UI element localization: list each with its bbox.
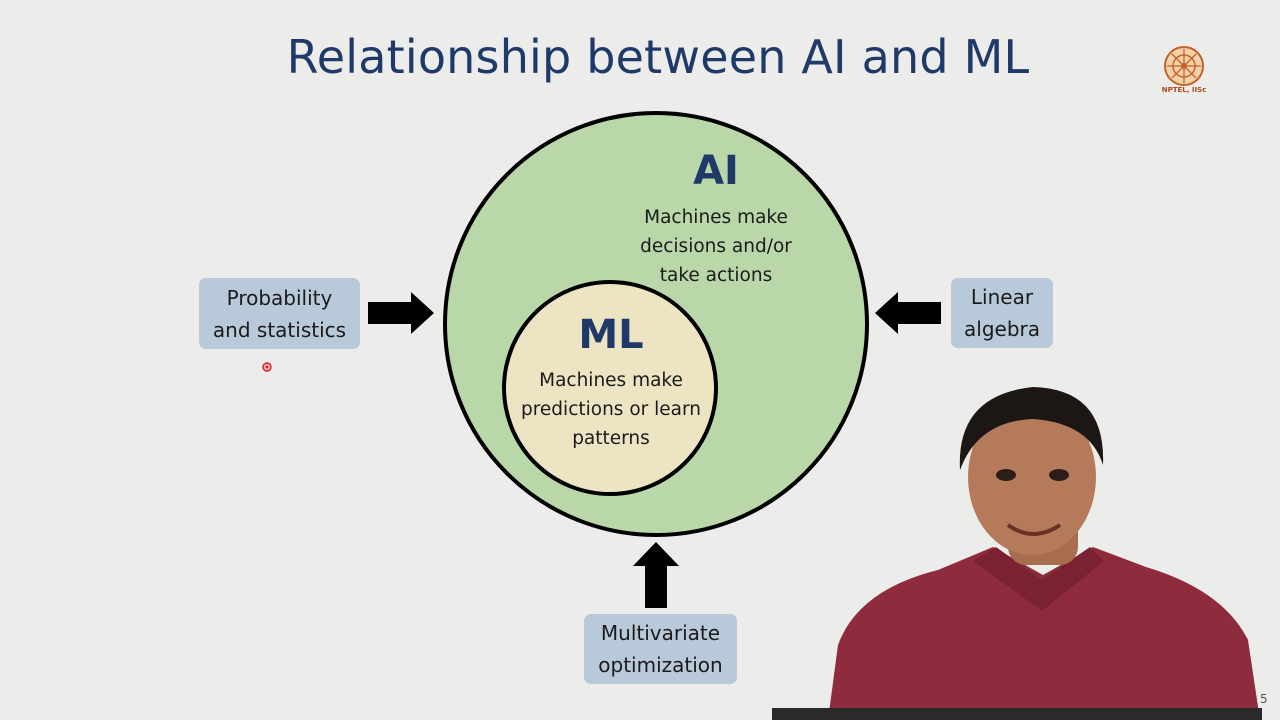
laser-pointer-icon xyxy=(262,362,272,372)
ai-title: AI xyxy=(693,148,739,194)
ml-title: ML xyxy=(578,312,644,358)
input-box-linear-algebra: Linear algebra xyxy=(951,278,1053,348)
ml-description: Machines make predictions or learn patte… xyxy=(520,370,701,449)
nptel-logo-icon xyxy=(1164,46,1204,86)
arrow-left-icon xyxy=(875,292,941,334)
presenter-video-image xyxy=(828,387,1260,720)
slide-title: Relationship between AI and ML xyxy=(286,30,1030,84)
slide-number: 5 xyxy=(1260,692,1268,706)
input-box-probability: Probability and statistics xyxy=(199,278,360,349)
ai-description: Machines make decisions and/or take acti… xyxy=(640,207,792,286)
arrow-up-icon xyxy=(633,542,679,608)
arrow-right-icon xyxy=(368,292,434,334)
video-control-bar xyxy=(772,708,1262,720)
ml-circle xyxy=(502,280,718,496)
logo-label: NPTEL, IISc xyxy=(1161,86,1207,94)
input-box-multivariate-optimization: Multivariate optimization xyxy=(584,614,737,684)
